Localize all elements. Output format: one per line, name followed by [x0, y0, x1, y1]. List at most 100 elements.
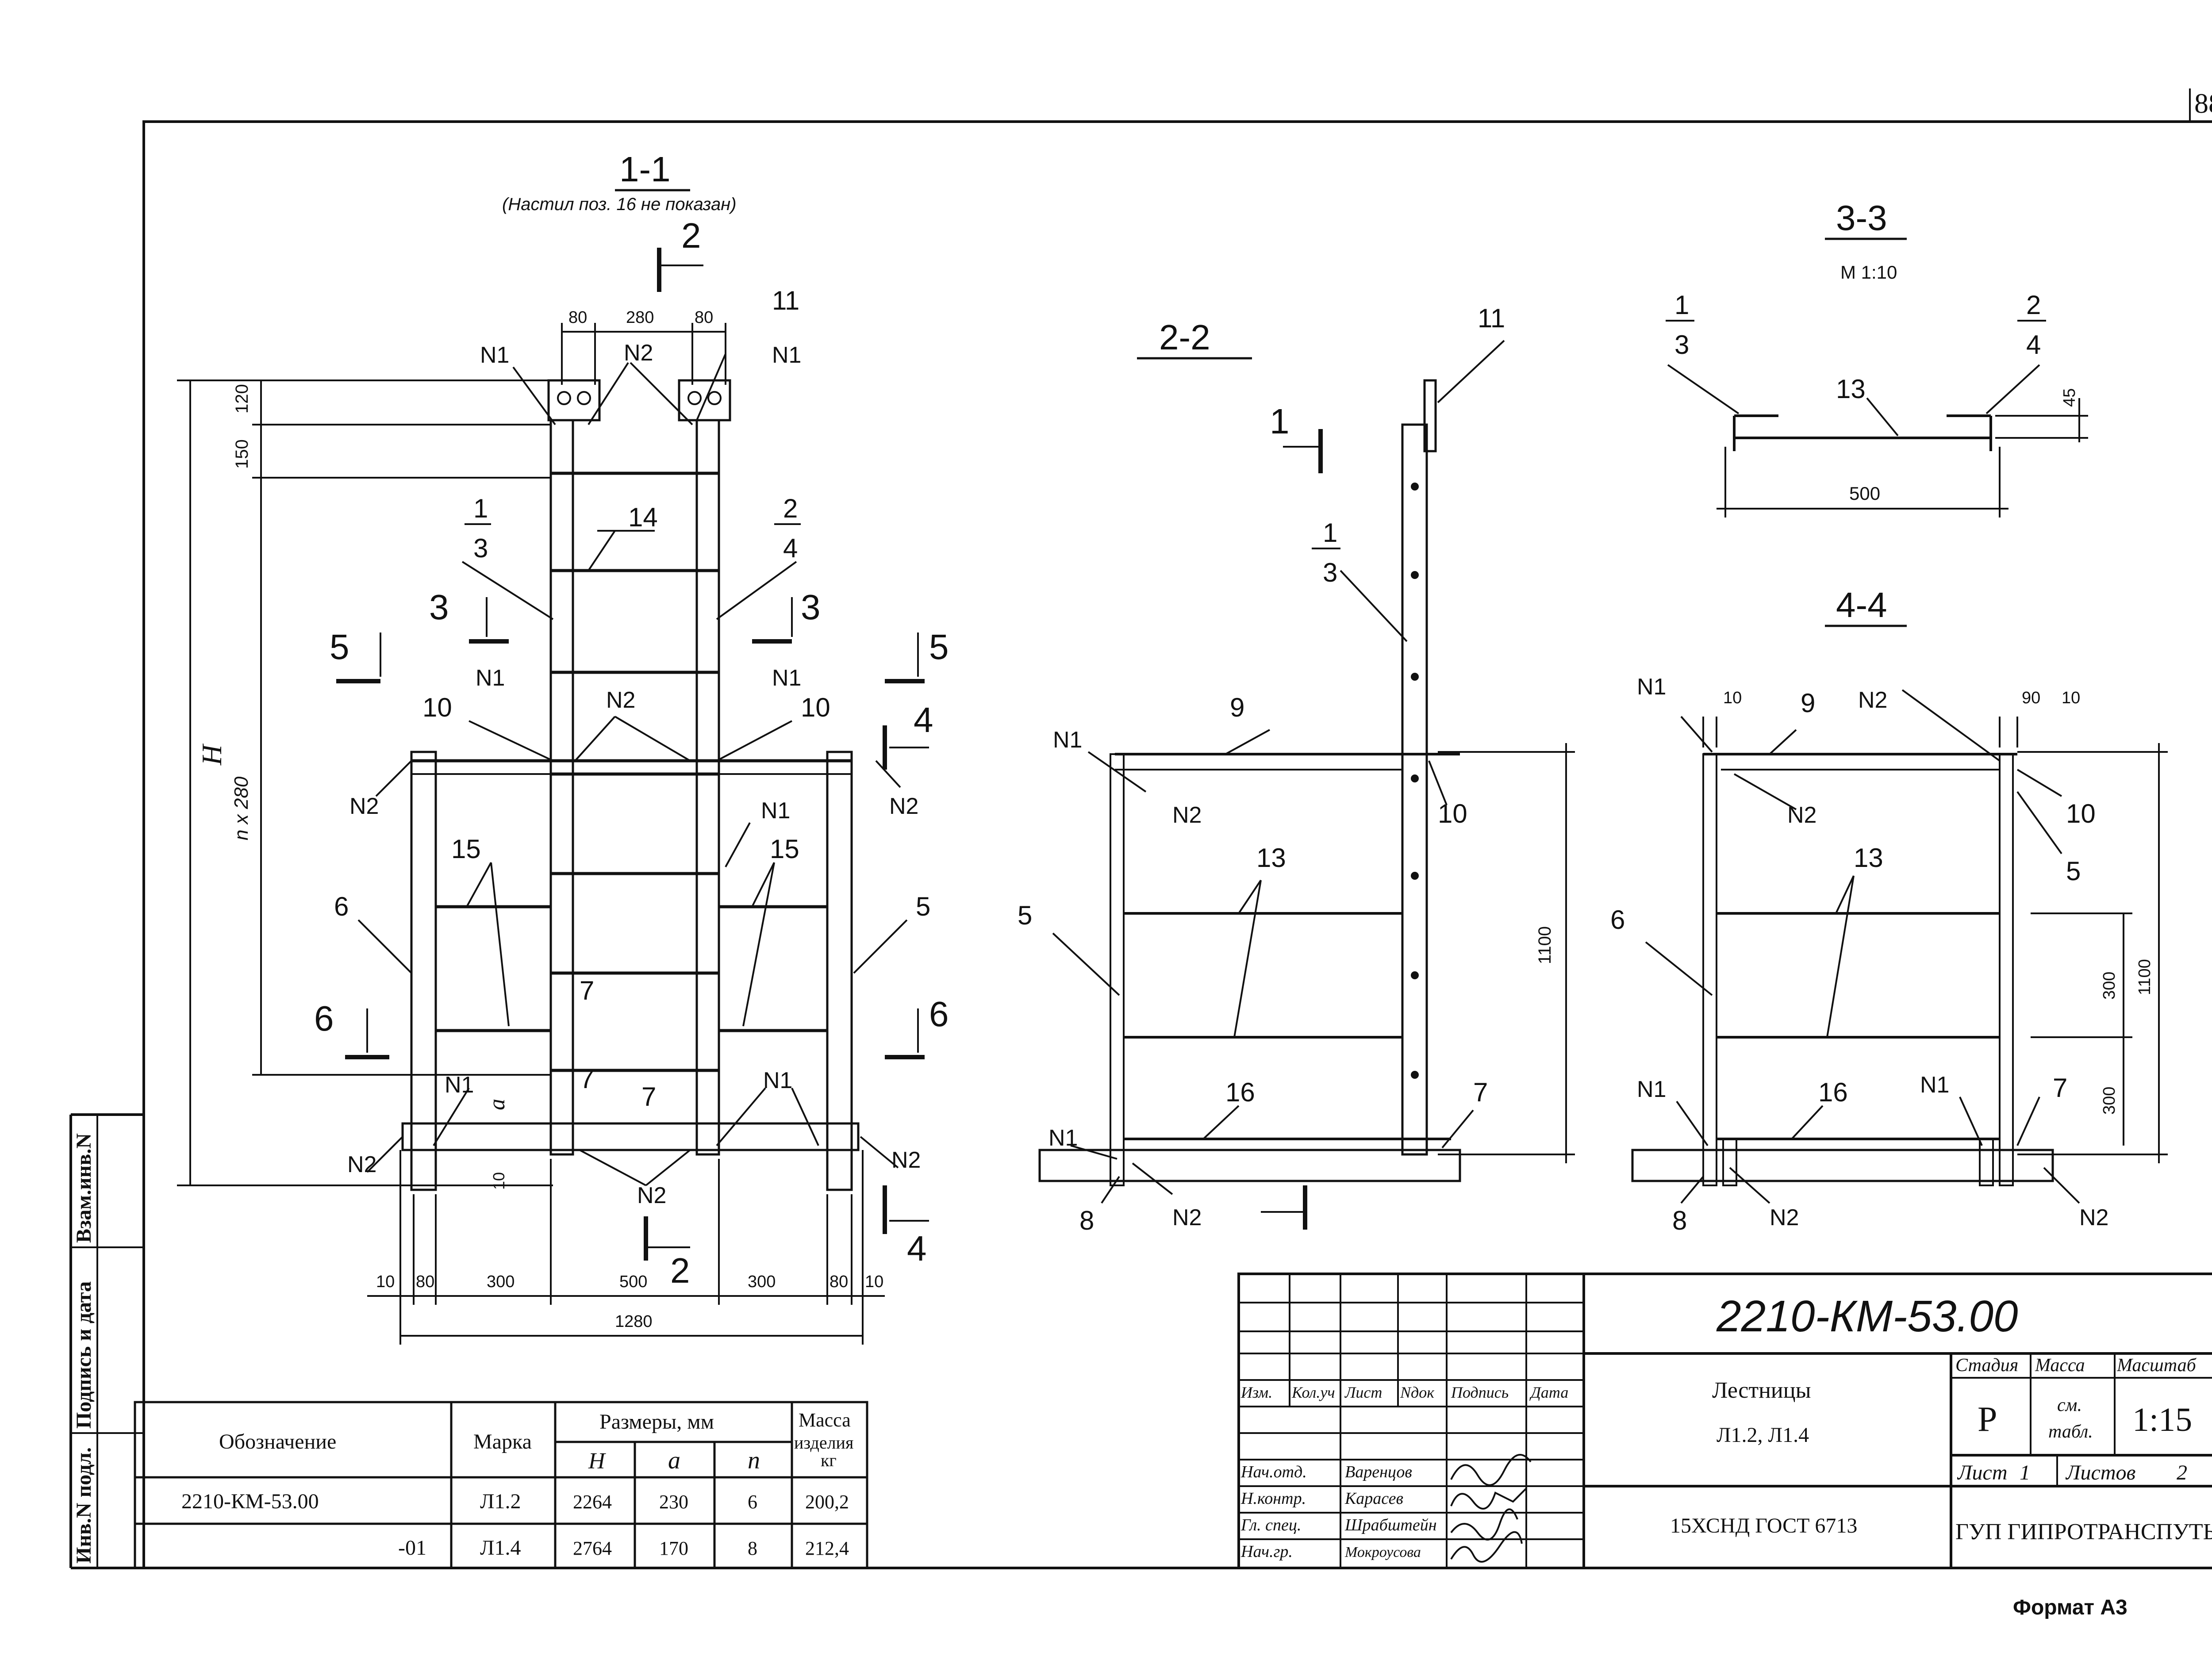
lbl-7-a: 7 — [580, 976, 594, 1005]
stamp-vzam-inv: Взам.инв.N — [72, 1133, 96, 1243]
tb-name: Мокроусова — [1344, 1544, 1421, 1560]
th-sizes: Размеры, мм — [599, 1410, 714, 1434]
view-2-2: 2-2 — [1018, 303, 1575, 1235]
dim-10-b2: 10 — [865, 1273, 883, 1291]
table-row: -01 Л1.4 2764 170 8 212,4 — [398, 1536, 849, 1560]
lbl-N2-d: N2 — [891, 1147, 921, 1173]
tb-h-podpis: Подпись — [1451, 1384, 1509, 1401]
spec-table: Обозначение Марка Размеры, мм H a n Масс… — [134, 1401, 868, 1569]
v44-lbl-10: 10 — [2066, 799, 2096, 828]
th-designation: Обозначение — [219, 1430, 336, 1453]
view-4-4-title: 4-4 — [1836, 585, 1887, 625]
tb-people: Нач.отд. Варенцов Н.контр. Карасев Гл. с… — [1240, 1463, 1437, 1561]
tb-role: Нач.гр. — [1240, 1542, 1293, 1561]
view-1-1: 1-1 (Настил поз. 16 не показан) — [177, 150, 949, 1345]
v22-lbl-N1-b: N1 — [1048, 1125, 1078, 1151]
view-3-3: 3-3 М 1:10 1 3 2 4 13 45 500 — [1666, 198, 2088, 518]
lbl-N1-g: N1 — [763, 1068, 792, 1093]
lbl-15-a: 15 — [451, 834, 481, 864]
dim-500: 500 — [619, 1273, 647, 1291]
dim-10-left: 10 — [490, 1172, 508, 1190]
cut-5-right: 5 — [929, 627, 949, 667]
tb-material: 15ХСНД ГОСТ 6713 — [1670, 1514, 1857, 1537]
dim-1280: 1280 — [615, 1312, 653, 1331]
tb-role: Гл. спец. — [1240, 1516, 1301, 1534]
tb-scale-h: Масштаб — [2116, 1355, 2197, 1376]
cell-a: 230 — [659, 1491, 688, 1513]
stamp-inv-podl: Инв.N подл. — [72, 1447, 96, 1564]
v44-lbl-N2-b: N2 — [1787, 802, 1816, 828]
v44-lbl-9: 9 — [1801, 688, 1815, 718]
lbl-5: 5 — [916, 892, 930, 921]
v22-dim-1100: 1100 — [1535, 926, 1555, 964]
tb-role: Н.контр. — [1240, 1489, 1306, 1508]
th-mass-unit: кг — [821, 1450, 837, 1470]
tb-doc-code: 2210-КМ-53.00 — [1716, 1292, 2018, 1341]
v22-lbl-8: 8 — [1079, 1206, 1094, 1235]
lbl-N1-f: N1 — [445, 1072, 474, 1098]
dim-10-b1: 10 — [376, 1273, 395, 1291]
lbl-N1-d: N1 — [772, 665, 801, 691]
lbl-N2-top: N2 — [624, 340, 653, 366]
v33-lbl-1: 1 — [1674, 290, 1689, 320]
view-4-4: 4-4 — [1610, 585, 2168, 1235]
lbl-7-c: 7 — [641, 1082, 656, 1112]
tb-h-data: Дата — [1529, 1384, 1568, 1401]
cut-3-left: 3 — [429, 587, 449, 627]
lbl-14: 14 — [628, 502, 658, 532]
v44-lbl-16: 16 — [1818, 1077, 1848, 1107]
v22-lbl-N2: N2 — [1172, 802, 1202, 828]
th-n: n — [748, 1447, 760, 1474]
lbl-N1-e: N1 — [761, 798, 790, 824]
cell-H: 2764 — [573, 1537, 612, 1559]
cell-n: 8 — [748, 1537, 757, 1559]
lbl-N2-b: N2 — [889, 794, 918, 819]
v44-dim-300-b: 300 — [2100, 1087, 2119, 1115]
lbl-6: 6 — [334, 892, 349, 921]
tb-h-izm: Изм. — [1240, 1384, 1272, 1401]
v22-lbl-10: 10 — [1438, 799, 1467, 828]
tb-stage-v: Р — [1978, 1400, 1997, 1439]
v44-lbl-N2-d: N2 — [2079, 1205, 2108, 1230]
sheet-format: Формат А3 — [2013, 1596, 2128, 1619]
th-a: a — [668, 1447, 680, 1474]
v22-lbl-N2-b: N2 — [1172, 1205, 1202, 1230]
lbl-2: 2 — [783, 494, 798, 523]
v33-lbl-2: 2 — [2026, 290, 2041, 320]
v33-dim-45: 45 — [2060, 388, 2079, 407]
dim-H: H — [196, 743, 227, 766]
v44-dim-300-a: 300 — [2100, 972, 2119, 1000]
view-1-1-title: 1-1 — [619, 150, 671, 189]
cell-designation: 2210-КМ-53.00 — [181, 1490, 319, 1513]
cut-5-left: 5 — [330, 627, 349, 667]
lbl-N1-b: N1 — [772, 342, 801, 368]
view-2-2-title: 2-2 — [1159, 318, 1210, 357]
v44-dim-1100: 1100 — [2135, 959, 2154, 995]
th-mass: Масса — [799, 1409, 851, 1431]
v44-lbl-N1-b: N1 — [1637, 1077, 1666, 1102]
page-number: 88 — [2194, 88, 2212, 119]
tb-name: Карасев — [1344, 1489, 1403, 1508]
v44-dim-10-b: 10 — [2062, 689, 2080, 707]
tb-mass-h: Масса — [2035, 1355, 2085, 1376]
lbl-7-b: 7 — [580, 1064, 594, 1094]
cell-H: 2264 — [573, 1491, 612, 1513]
cut-6-right: 6 — [929, 994, 949, 1034]
lbl-1: 1 — [473, 494, 488, 523]
v22-lbl-13: 13 — [1256, 843, 1286, 873]
v33-dim-500: 500 — [1849, 483, 1880, 504]
view-3-3-scale: М 1:10 — [1840, 262, 1897, 283]
lbl-N2-c: N2 — [347, 1152, 376, 1177]
v33-lbl-13: 13 — [1836, 374, 1866, 404]
th-mass-sub: изделия — [794, 1433, 853, 1453]
cell-mark: Л1.4 — [480, 1536, 521, 1560]
v33-lbl-4: 4 — [2026, 330, 2041, 360]
cut-2-bottom: 2 — [670, 1251, 690, 1290]
v44-lbl-13: 13 — [1854, 843, 1883, 873]
v44-lbl-6: 6 — [1610, 905, 1625, 935]
table-row: 2210-КМ-53.00 Л1.2 2264 230 6 200,2 — [181, 1490, 849, 1513]
cell-mass: 200,2 — [805, 1491, 849, 1513]
v44-lbl-8: 8 — [1672, 1206, 1687, 1235]
title-block: 2210-КМ-53.00 Изм. Кол.уч Лист Nдок Подп… — [1237, 1273, 2212, 1569]
